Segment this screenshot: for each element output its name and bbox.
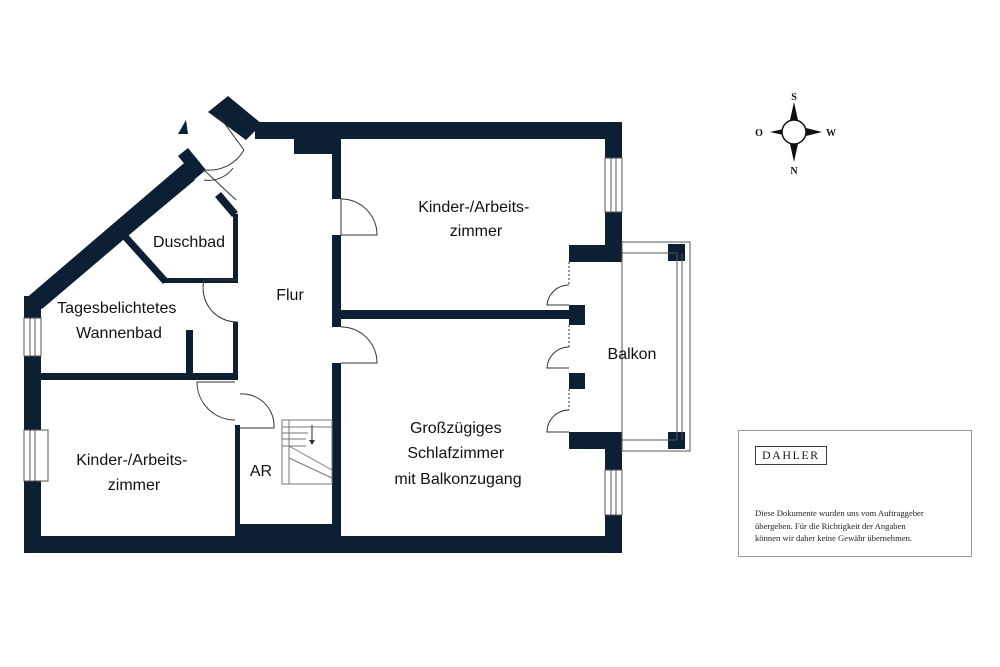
wall-top-notch (294, 139, 333, 154)
wall-duschbad-lower (118, 229, 168, 284)
disclaimer-line: Diese Dokumente wurden uns vom Auftragge… (755, 508, 924, 518)
label-schlafzimmer: Großzügiges Schlafzimmer mit Balkonzugan… (394, 420, 521, 488)
brand-logo: DAHLER (755, 446, 827, 465)
wall-balcony-return-top (569, 245, 622, 262)
info-box: DAHLER Diese Dokumente wurden uns vom Au… (738, 430, 972, 557)
wall-entrance-tip (178, 120, 188, 134)
wall-left-middle (24, 356, 41, 430)
wall-bottom (24, 536, 622, 553)
windows (23, 157, 623, 516)
wall-diagonal (24, 158, 202, 309)
wall-duschbad-bottom (163, 278, 238, 283)
wall-left-lower (24, 481, 41, 553)
compass-north: N (790, 166, 798, 177)
wall-entrance-corner (208, 96, 262, 140)
balcony-railing (621, 241, 691, 452)
wall-horizontal-middle (332, 310, 570, 319)
wall-top (255, 122, 622, 139)
wall-duschbad-diagonal (118, 175, 195, 240)
wall-bath-divider (186, 330, 193, 378)
doors (196, 115, 570, 433)
wall-flur-right-low (332, 363, 341, 536)
wall-ar-left (235, 425, 240, 536)
window-right-bottom (604, 469, 623, 516)
label-flur: Flur (276, 287, 304, 304)
label-duschbad: Duschbad (153, 234, 225, 251)
wall-horizontal-left-stub (224, 373, 238, 380)
label-abstellraum: AR (250, 463, 272, 480)
label-wannenbad: Tagesbelichtetes Wannenbad (57, 300, 181, 342)
wall-right-top (605, 122, 622, 158)
compass-west: W (826, 128, 836, 139)
room-labels: Kinder-/Arbeits- zimmer Duschbad Flur Ta… (57, 199, 656, 494)
window-left-upper (23, 317, 42, 357)
wall-flur-right-mid (332, 235, 341, 327)
wall-flur-right (332, 139, 341, 199)
wall-balcony-pier-2 (569, 373, 585, 389)
wall-flur-left-lower (233, 322, 238, 380)
wall-horizontal-left (41, 373, 235, 380)
wall-balcony-return-bottom (569, 432, 622, 449)
wall-duschbad-right (215, 192, 238, 217)
disclaimer-line: übergeben. Für die Richtigkeit der Angab… (755, 520, 906, 531)
label-kinder-arbeitszimmer-top: Kinder-/Arbeits- zimmer (418, 199, 534, 240)
wall-bottom-bump (237, 524, 333, 536)
window-left-lower (23, 429, 49, 482)
compass-rose-icon: S N O W (755, 92, 836, 177)
compass-south: S (791, 92, 797, 103)
label-balkon: Balkon (608, 346, 657, 363)
window-right-top (604, 157, 623, 213)
label-kinder-arbeitszimmer-bottom: Kinder-/Arbeits- zimmer (76, 452, 192, 494)
disclaimer-text: Diese Dokumente wurden uns vom Auftragge… (755, 507, 967, 545)
wall-flur-left-upper (233, 214, 238, 280)
wall-balcony-pier (569, 305, 585, 325)
compass-east: O (755, 128, 763, 139)
wall-left-upper (24, 296, 41, 318)
wall-right-bottom (605, 515, 622, 553)
staircase (281, 419, 333, 485)
walls (24, 96, 685, 553)
disclaimer-line: können wir daher keine Gewähr übernehmen… (755, 533, 913, 543)
